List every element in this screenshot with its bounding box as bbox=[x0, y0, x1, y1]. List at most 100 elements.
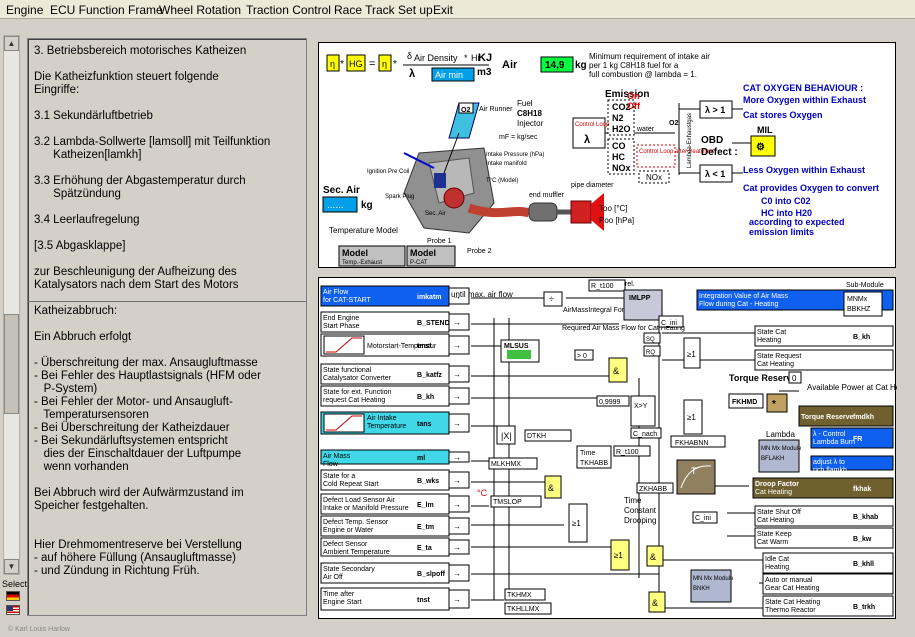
menu-engine[interactable]: Engine bbox=[6, 3, 44, 17]
text-line: 3.1 Sekundärluftbetrieb bbox=[34, 110, 153, 122]
arrow-right-icon: → bbox=[453, 476, 461, 485]
r-t100-box bbox=[588, 279, 626, 292]
text-line: Katheizen[lamkh] bbox=[34, 149, 142, 161]
zkhabb-label: ZKHABB bbox=[639, 486, 667, 493]
vertical-scrollbar[interactable]: ▲ ▼ bbox=[3, 35, 20, 575]
exhaust-pipe bbox=[467, 203, 531, 218]
asterisk: * bbox=[340, 59, 344, 70]
arrow-right-icon: → bbox=[453, 341, 461, 350]
scroll-down-icon[interactable]: ▼ bbox=[4, 559, 19, 574]
input-signal-label: for CAT-START bbox=[323, 297, 372, 304]
o2-air-label: O2 bbox=[461, 107, 470, 114]
imlpp-block[interactable] bbox=[623, 289, 663, 321]
output-signal-label: Lambda Burn bbox=[813, 439, 855, 446]
menu-race-track-set-up[interactable]: Race Track Set up bbox=[334, 3, 433, 17]
sec-air-unit: kg bbox=[361, 200, 373, 211]
air-min-box-label: Air min bbox=[435, 70, 463, 80]
injector-label: Injector bbox=[517, 119, 544, 128]
bnkh-module-block[interactable] bbox=[690, 569, 732, 603]
input-signal-label: State for a bbox=[323, 473, 355, 480]
arrow-right-icon: → bbox=[453, 595, 461, 604]
output-signal-label: Heating bbox=[765, 564, 789, 571]
output-signal-var: fmdkh bbox=[853, 414, 874, 421]
air-min-value: 14,9 bbox=[545, 60, 565, 71]
menu-traction-control[interactable]: Traction Control bbox=[246, 3, 331, 17]
sub-module-box[interactable] bbox=[843, 291, 883, 317]
mlkhmx-label: MLKHMX bbox=[491, 461, 521, 468]
output-signal-label: Gear Cat Heating bbox=[765, 585, 820, 592]
input-signal-label: Air Intake bbox=[367, 415, 397, 422]
menu-bar: Engine ECU Function Frame Wheel Rotation… bbox=[0, 0, 915, 19]
intake-manifold-label: Intake manifold bbox=[486, 161, 527, 167]
emission-co: CO bbox=[612, 141, 626, 151]
fkhmd-label: FKHMD bbox=[732, 399, 757, 406]
input-signal-label: request Cat Heating bbox=[323, 397, 385, 404]
text-line: Eingriffe: bbox=[34, 84, 80, 96]
input-signal-label: Engine or Water bbox=[323, 527, 374, 534]
emission-h2o: H2O bbox=[612, 124, 631, 134]
or-gate-4-label: ≥1 bbox=[614, 551, 623, 560]
and-gate-3-label: & bbox=[650, 552, 656, 562]
text-line: 3.4 Leerlaufregelung bbox=[34, 214, 140, 226]
output-signal-label: Auto or manual bbox=[765, 577, 813, 584]
top-connectors bbox=[605, 103, 751, 175]
model-exhaust-sub: Temp.-Exhaust bbox=[342, 260, 382, 266]
text-line: 3.3 Erhöhung der Abgastemperatur durch bbox=[34, 175, 246, 187]
fkhmd-block[interactable] bbox=[728, 393, 764, 409]
german-flag-icon[interactable] bbox=[6, 591, 20, 601]
hc-into-label: HC into H20 bbox=[761, 208, 812, 218]
input-signal-label: Start Phase bbox=[323, 323, 360, 330]
model-exhaust-box[interactable] bbox=[338, 245, 406, 267]
delta-symbol: δ bbox=[407, 51, 412, 61]
model-cat-box[interactable] bbox=[406, 245, 456, 267]
menu-exit[interactable]: Exit bbox=[433, 3, 454, 17]
lambda-module-block[interactable] bbox=[758, 439, 800, 473]
output-signal-label: Cat Heating bbox=[757, 361, 794, 368]
arrow-right-icon: → bbox=[453, 522, 461, 531]
scroll-up-icon[interactable]: ▲ bbox=[4, 36, 19, 51]
intake-pressure-label: Intake Pressure (hPa) bbox=[486, 152, 544, 158]
arrow-right-icon: → bbox=[453, 453, 461, 462]
scroll-thumb[interactable] bbox=[4, 314, 19, 414]
and-gate-4 bbox=[648, 591, 666, 613]
time-constant-line-3: Drooping bbox=[624, 516, 656, 525]
output-signal-label: Flow during Cat - Heating bbox=[699, 301, 778, 308]
emission-nox: NOx bbox=[612, 163, 631, 173]
input-signal-label: State Secondary bbox=[323, 566, 375, 573]
time-block bbox=[576, 445, 612, 469]
arrow-right-icon: → bbox=[453, 419, 461, 428]
us-flag-icon[interactable] bbox=[6, 605, 20, 615]
sub-module-label: Sub-Module bbox=[846, 282, 884, 289]
input-signal-label: Temperature bbox=[367, 423, 406, 430]
equals-sign: = bbox=[369, 58, 375, 70]
menu-wheel-rotation[interactable]: Wheel Rotation bbox=[159, 3, 242, 17]
xy-switch-block bbox=[630, 395, 656, 427]
input-signal-label: State for ext. Function bbox=[323, 389, 392, 396]
menu-ecu-function-frame[interactable]: ECU Function Frame bbox=[50, 3, 163, 17]
greater-zero-label: > 0 bbox=[577, 353, 587, 360]
